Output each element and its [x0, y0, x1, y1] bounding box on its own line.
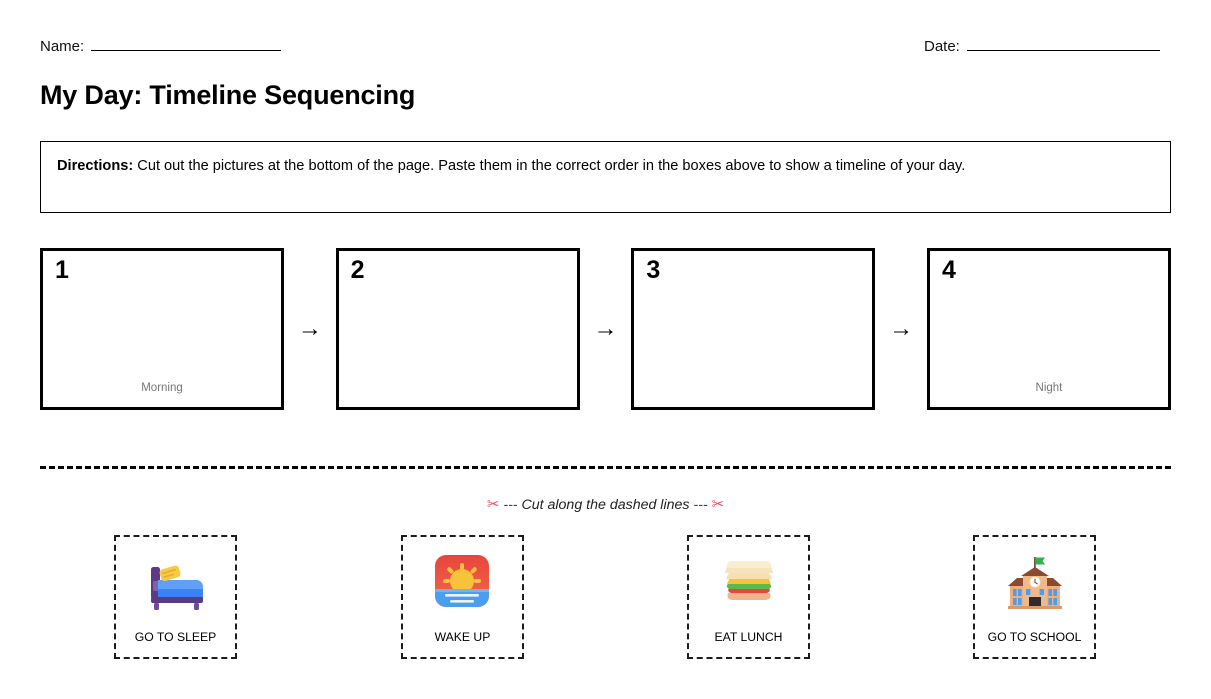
cut-instruction-text: Cut along the dashed lines [521, 497, 690, 513]
name-label: Name: [40, 38, 85, 55]
cutout-cards-row: GO TO SLEEP [40, 535, 1171, 659]
date-label: Date: [924, 38, 960, 55]
cutout-card-school[interactable]: GO TO SCHOOL [973, 535, 1096, 659]
sequence-arrow-icon: → [593, 315, 618, 342]
directions-box: Directions: Cut out the pictures at the … [40, 141, 1171, 213]
card-label: WAKE UP [434, 630, 491, 644]
directions-body: Cut out the pictures at the bottom of th… [133, 158, 966, 174]
sequence-hint: Morning [141, 382, 183, 394]
sequence-box-3[interactable]: 3 [631, 248, 876, 410]
scissors-icon-right: ✂ [711, 496, 725, 513]
name-write-line[interactable] [91, 40, 282, 51]
sequence-arrow-icon: → [889, 315, 914, 342]
sequence-number: 4 [941, 256, 956, 284]
card-label: EAT LUNCH [714, 630, 783, 644]
sequence-number: 2 [350, 256, 365, 284]
sequence-box-1[interactable]: 1 Morning [40, 248, 284, 410]
directions-text: Directions: Cut out the pictures at the … [57, 156, 1154, 177]
cut-dashes-right: --- [693, 497, 708, 513]
school-icon [1004, 553, 1066, 613]
directions-label: Directions: [57, 158, 134, 174]
sequence-box-2[interactable]: 2 [335, 248, 580, 410]
page-title: My Day: Timeline Sequencing [40, 80, 416, 110]
sequence-hint: Night [1035, 382, 1063, 394]
scissors-icon-left: ✂ [486, 496, 500, 513]
cutout-card-lunch[interactable]: EAT LUNCH [687, 535, 810, 659]
card-label: GO TO SCHOOL [987, 630, 1082, 644]
cutout-card-sleep[interactable]: GO TO SLEEP [114, 535, 237, 659]
sequence-row: 1 Morning → 2 → 3 → 4 Night [40, 248, 1171, 410]
sunrise-icon [432, 553, 494, 613]
sequence-arrow-icon: → [297, 315, 322, 342]
cut-dashes-left: --- [503, 497, 518, 513]
date-write-line[interactable] [966, 40, 1160, 51]
sandwich-icon [718, 553, 780, 613]
date-field[interactable]: Date: [924, 38, 1160, 55]
sequence-box-4[interactable]: 4 Night [926, 248, 1171, 410]
student-info-row: Name: Date: [40, 38, 1171, 60]
name-field[interactable]: Name: [40, 38, 282, 55]
cut-divider-line [40, 466, 1171, 469]
sequence-number: 3 [646, 256, 661, 284]
card-label: GO TO SLEEP [134, 630, 217, 644]
bed-icon [145, 553, 207, 613]
sequence-number: 1 [55, 256, 69, 284]
cutout-card-wake-up[interactable]: WAKE UP [401, 535, 524, 659]
cut-instruction: ✂ --- Cut along the dashed lines --- ✂ [0, 495, 1211, 513]
